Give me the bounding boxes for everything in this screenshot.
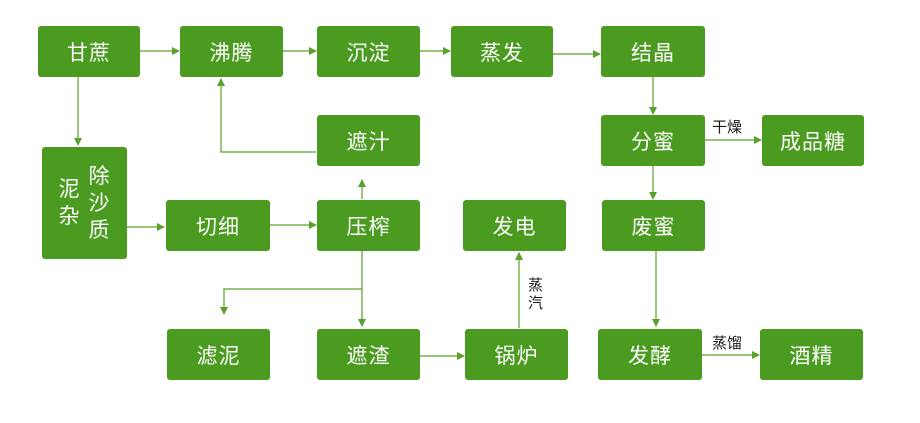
node-juice-filter: 遮汁: [317, 115, 420, 166]
arrow-juice-boiling: [217, 78, 316, 153]
node-filter-mud: 滤泥: [167, 329, 270, 380]
node-finished-sugar: 成品糖: [762, 115, 864, 166]
impurities-col-mud: 泥杂: [59, 176, 81, 230]
label-drying: 干燥: [712, 118, 743, 136]
impurities-char: 杂: [58, 204, 81, 228]
node-alcohol: 酒精: [760, 329, 863, 380]
label-distillation: 蒸馏: [712, 334, 743, 352]
impurities-col-sand: 除沙质: [89, 163, 111, 244]
impurities-char: 质: [88, 217, 111, 242]
node-boiling: 沸腾: [180, 26, 283, 77]
impurities-char: 沙: [88, 190, 111, 215]
impurities-char: 泥: [58, 177, 81, 201]
node-waste-molasses: 废蜜: [602, 200, 705, 251]
node-evaporation: 蒸发: [451, 26, 553, 77]
steam-char: 汽: [528, 294, 544, 312]
node-settling: 沉淀: [317, 26, 420, 77]
node-cutting: 切细: [166, 200, 270, 251]
node-sugarcane: 甘蔗: [38, 26, 140, 77]
node-pressing: 压榨: [317, 200, 420, 251]
node-power-gen: 发电: [463, 200, 566, 251]
node-fermentation: 发酵: [598, 329, 702, 380]
node-boiler: 锅炉: [465, 329, 568, 380]
label-steam: 蒸汽: [528, 276, 543, 312]
node-bagasse: 遮渣: [317, 329, 420, 380]
impurities-char: 除: [88, 163, 111, 188]
node-centrifuge: 分蜜: [601, 115, 705, 166]
arrow-pressing-filtermud: [220, 288, 362, 315]
steam-char: 蒸: [528, 276, 544, 294]
node-crystallization: 结晶: [601, 26, 705, 77]
node-impurities: 除沙质 泥杂: [42, 147, 127, 259]
